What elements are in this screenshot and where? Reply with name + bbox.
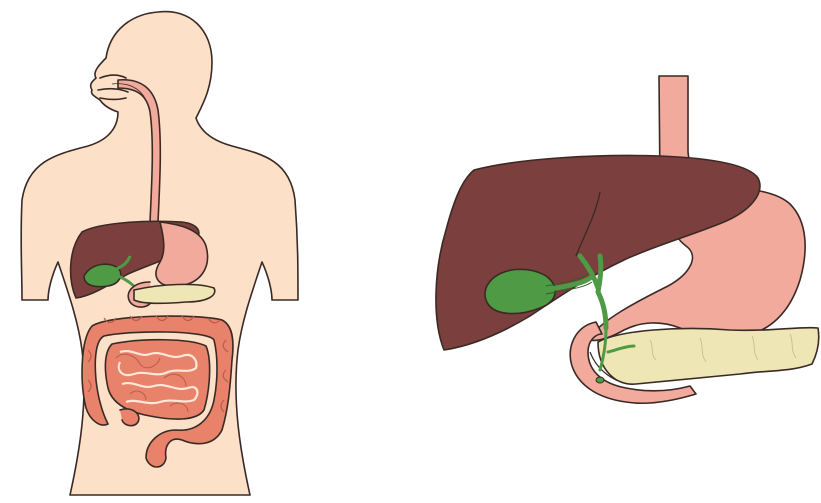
pancreas-small [134,284,215,303]
ampulla [596,377,604,383]
appendix-loop [120,409,139,426]
closeup-panel [436,76,819,403]
body-panel [21,12,298,495]
pancreas [598,328,819,385]
